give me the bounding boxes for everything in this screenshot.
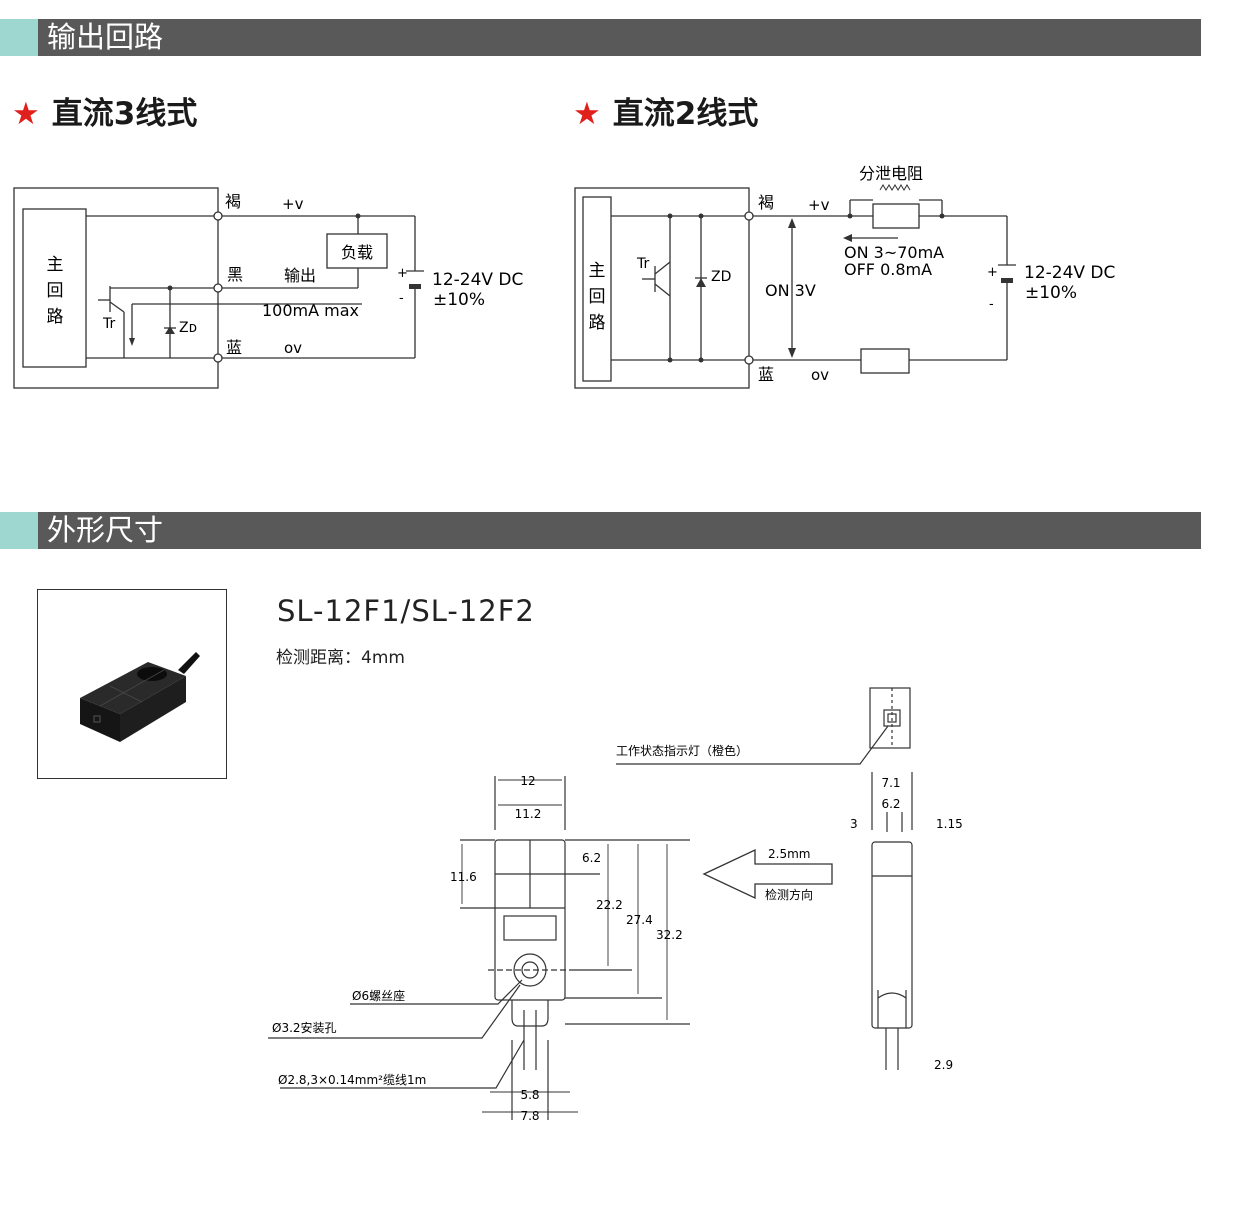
plus-sign: +	[987, 265, 998, 280]
dim-11-6: 11.6	[450, 870, 477, 884]
dim-7-8: 7.8	[520, 1109, 539, 1123]
three-wire-heading: ★ 直流3线式	[12, 88, 197, 133]
banner-accent	[0, 512, 38, 549]
main-circuit-char-3: 路	[47, 307, 64, 327]
plus-v-label: +v	[808, 196, 830, 214]
transistor-label: Tr	[636, 256, 649, 272]
dim-27-4: 27.4	[626, 913, 653, 927]
load-box	[326, 233, 388, 269]
side-view-top	[869, 687, 911, 749]
main-circuit-char-1: 主	[589, 261, 606, 281]
dim-6-2-side: 6.2	[881, 797, 900, 811]
main-circuit-char-2: 回	[589, 287, 606, 307]
brown-wire-label: 褐	[758, 193, 774, 212]
cable-label: Ø2.8,3×0.14mm²缆线1m	[278, 1073, 426, 1087]
minus-sign: -	[989, 297, 994, 312]
dim-5-8: 5.8	[520, 1088, 539, 1102]
supply-tolerance: ±10%	[1025, 283, 1077, 303]
three-wire-heading-text: 直流3线式	[51, 96, 198, 132]
plus-v-label: +v	[282, 195, 304, 213]
indicator-label: 工作状态指示灯（橙色）	[616, 743, 748, 758]
dim-7-1: 7.1	[881, 776, 900, 790]
main-circuit-char-3: 路	[589, 313, 606, 333]
ov-label: ov	[284, 339, 302, 357]
section-title: 外形尺寸	[47, 513, 164, 547]
ov-label: ov	[811, 366, 829, 384]
off-current-label: OFF 0.8mA	[844, 260, 932, 279]
bleeder-resistor-label: 分泄电阻	[859, 164, 923, 183]
model-number: SL-12F1/SL-12F2	[277, 594, 535, 628]
section-banner-dimensions: 外形尺寸	[0, 512, 1201, 549]
mount-hole-label: Ø3.2安装孔	[272, 1020, 337, 1035]
bottom-resistor	[860, 348, 910, 374]
main-circuit-block	[22, 208, 87, 368]
two-wire-circuit-diagram: 主 回 路 Tr ZD 褐 +v 蓝 ov 分泄电阻 ON 3~70mA OFF…	[574, 164, 1115, 389]
max-current-label: 100mA max	[262, 301, 359, 320]
on-voltage-label: ON 3V	[765, 281, 816, 300]
dim-32-2: 32.2	[656, 928, 683, 942]
two-wire-heading-text: 直流2线式	[612, 96, 759, 132]
sensor-image	[80, 652, 200, 742]
dim-6-2: 6.2	[582, 851, 601, 865]
dim-1-15: 1.15	[936, 817, 963, 831]
dim-22-2: 22.2	[596, 898, 623, 912]
screw-seat-label: Ø6螺丝座	[352, 988, 405, 1003]
two-wire-heading: ★ 直流2线式	[573, 88, 758, 133]
plus-sign: +	[397, 266, 408, 281]
star-icon: ★	[573, 96, 601, 132]
sensor-body-outline	[574, 187, 750, 389]
section-title: 输出回路	[47, 20, 164, 54]
minus-sign: -	[399, 291, 404, 306]
output-label: 输出	[284, 266, 316, 285]
zener-label: Zᴅ	[179, 320, 197, 336]
blue-wire-label: 蓝	[758, 365, 774, 384]
transistor-label: Tr	[102, 316, 115, 332]
section-banner-output-circuit: 输出回路	[0, 19, 1201, 56]
three-wire-circuit-diagram: 主 回 路 Tr Zᴅ 褐 +v 黑 输出 蓝 ov 负载 100mA max …	[13, 187, 523, 389]
main-circuit-char-1: 主	[47, 255, 64, 275]
side-view-body	[871, 841, 913, 1029]
direction-label: 检测方向	[765, 887, 813, 902]
blue-wire-label: 蓝	[226, 338, 242, 357]
dim-3: 3	[850, 817, 858, 831]
direction-value: 2.5mm	[768, 847, 810, 861]
banner-accent	[0, 19, 38, 56]
brown-wire-label: 褐	[225, 192, 241, 211]
star-icon: ★	[12, 96, 40, 132]
bleeder-resistor	[872, 203, 920, 229]
dim-12: 12	[520, 774, 535, 788]
supply-voltage: 12-24V DC	[432, 270, 523, 290]
on-current-label: ON 3~70mA	[844, 243, 944, 262]
detection-distance: 检测距离：4mm	[276, 648, 405, 668]
dim-2-9: 2.9	[934, 1058, 953, 1072]
dim-11-2: 11.2	[515, 807, 542, 821]
main-circuit-block	[582, 196, 612, 382]
product-photo	[37, 589, 227, 779]
supply-voltage: 12-24V DC	[1024, 263, 1115, 283]
black-wire-label: 黑	[227, 265, 243, 284]
dimension-drawing: 工作状态指示灯（橙色） Ø6螺丝座 Ø3.2安装孔 Ø2.8,3×0.14mm²…	[268, 687, 963, 1123]
load-label: 负载	[341, 243, 373, 262]
zener-label: ZD	[711, 269, 731, 285]
main-circuit-char-2: 回	[47, 281, 64, 301]
supply-tolerance: ±10%	[433, 290, 485, 310]
